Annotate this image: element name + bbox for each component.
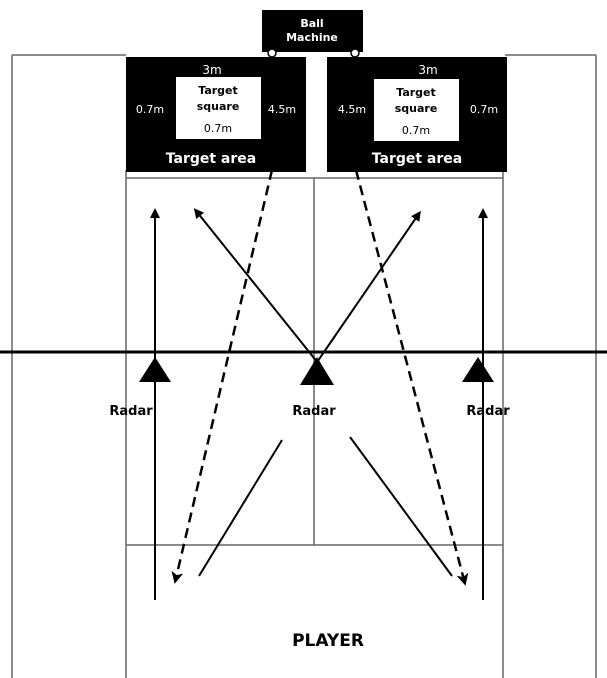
target-area-label: Target area xyxy=(166,151,256,167)
target-square-right xyxy=(374,79,459,141)
radar-triangle xyxy=(139,357,171,382)
ball-machine-label-2: Machine xyxy=(286,31,338,44)
target-square-label-1: Target xyxy=(198,84,238,97)
top-dimension: 3m xyxy=(202,63,221,77)
target-area-label: Target area xyxy=(372,151,462,167)
return-shots xyxy=(150,208,488,600)
trajectory-right xyxy=(354,169,469,586)
radar-right: Radar xyxy=(462,357,510,419)
return-shot-left-cross-upper xyxy=(312,210,421,369)
top-dimension: 3m xyxy=(418,63,437,77)
ball-machine-label-1: Ball xyxy=(300,17,323,30)
radar-label: Radar xyxy=(466,404,510,419)
ball-trajectories xyxy=(171,169,469,586)
target-square-label-2: square xyxy=(395,102,438,115)
right-dimension: 0.7m xyxy=(470,103,498,116)
radar-center: Radar xyxy=(292,357,336,419)
ball-machine: Ball Machine xyxy=(262,10,363,58)
return-shot-left-cross-lower xyxy=(198,439,283,577)
right-dimension: 4.5m xyxy=(268,103,296,116)
radar-triangle xyxy=(462,357,494,382)
target-square-label-2: square xyxy=(197,100,240,113)
bottom-dimension: 0.7m xyxy=(402,124,430,137)
court-lines xyxy=(11,54,597,678)
target-square-label-1: Target xyxy=(396,86,436,99)
target-area-right: 3m 4.5m 0.7m Target square 0.7m Target a… xyxy=(327,57,507,172)
return-shot-right-cross-lower xyxy=(349,436,453,577)
trajectory-left xyxy=(171,169,274,584)
player-label: PLAYER xyxy=(292,631,364,651)
target-square-left xyxy=(176,77,261,139)
bottom-dimension: 0.7m xyxy=(204,122,232,135)
target-area-left: 3m 0.7m 4.5m Target square 0.7m Target a… xyxy=(126,57,306,172)
left-dimension: 0.7m xyxy=(136,103,164,116)
radar-left: Radar xyxy=(109,357,171,419)
radar-label: Radar xyxy=(109,404,153,419)
radar-triangle xyxy=(300,357,334,385)
return-shot-right-cross-upper xyxy=(193,208,323,369)
radar-label: Radar xyxy=(292,404,336,419)
left-dimension: 4.5m xyxy=(338,103,366,116)
